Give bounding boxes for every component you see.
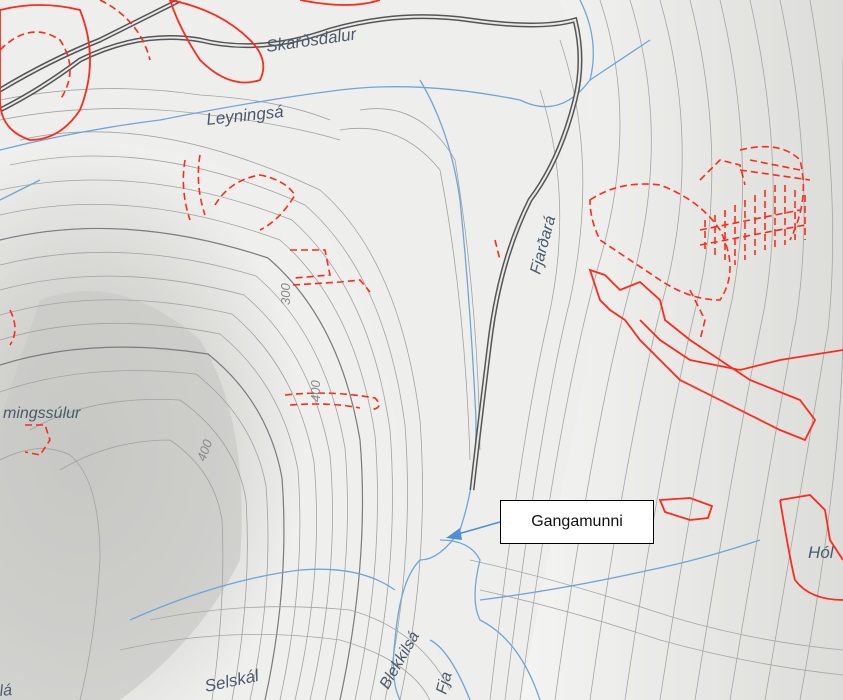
contour-label-400-mid: 400	[308, 380, 323, 402]
label-la-corner: lá	[0, 682, 13, 700]
callout-gangamunni: Gangamunni	[500, 500, 654, 544]
label-ningssulur: mingssúlur	[3, 405, 81, 422]
contours-west-index	[0, 227, 364, 700]
contour-label-300: 300	[278, 283, 293, 305]
hazard-zones-solid	[0, 0, 843, 601]
callout-text: Gangamunni	[531, 513, 623, 530]
label-fja-lower: Fja	[433, 670, 455, 696]
road	[0, 0, 583, 491]
arrow-left-down-icon	[446, 521, 501, 540]
contour-label-400-low: 400	[194, 437, 216, 463]
label-hol: Hól	[808, 543, 835, 562]
ridge-shadow	[0, 291, 242, 700]
contours-south	[119, 559, 843, 700]
hazard-zones-dashed	[0, 0, 811, 456]
